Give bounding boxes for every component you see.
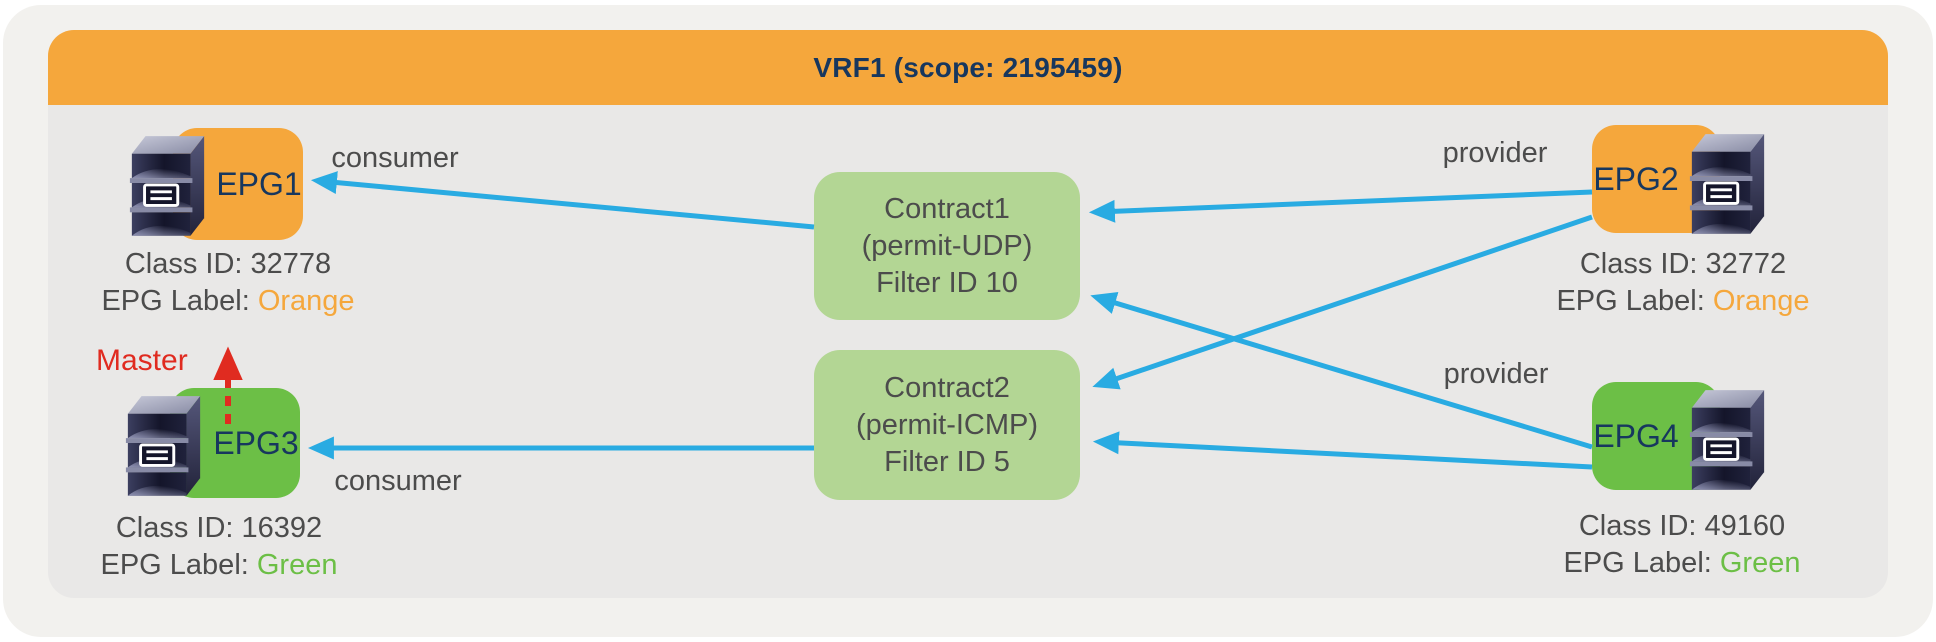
server-icon (1686, 378, 1770, 496)
contract1-filter: Filter ID 10 (876, 266, 1018, 299)
provider-label-bottom: provider (1443, 358, 1549, 390)
epg4-label: EPG4 (1593, 417, 1679, 454)
epg3-label-value: Green (256, 549, 338, 581)
epg4-epg-label: EPG Label: Green (1563, 547, 1801, 579)
contract1-node: Contract1 (permit-UDP) Filter ID 10 (814, 172, 1080, 320)
epg3-label: EPG3 (213, 424, 299, 461)
epg2-class-id: Class ID: 32772 (1579, 248, 1787, 280)
contract1-name: Contract1 (884, 192, 1010, 225)
epg1-class-id: Class ID: 32778 (124, 248, 332, 280)
contract2-filter: Filter ID 5 (884, 445, 1010, 478)
master-label: Master (96, 344, 188, 377)
contract1-permit: (permit-UDP) (861, 229, 1033, 262)
epg1-epg-label: EPG Label: Orange (101, 285, 355, 317)
server-icon (1686, 122, 1770, 240)
consumer-label-top: consumer (331, 142, 459, 174)
epg1-label-value: Orange (257, 285, 355, 317)
epg3-class-id: Class ID: 16392 (115, 512, 323, 544)
epg4-label-value: Green (1719, 547, 1801, 579)
epg2-caption: Class ID: 32772 EPG Label: Orange (1533, 246, 1833, 320)
provider-label-top: provider (1442, 137, 1548, 169)
epg1-label: EPG1 (216, 165, 302, 202)
server-icon (122, 384, 206, 502)
contract2-permit: (permit-ICMP) (855, 408, 1039, 441)
vrf-title: VRF1 (scope: 2195459) (813, 51, 1123, 83)
epg4-class-id: Class ID: 49160 (1578, 510, 1786, 542)
contract2-name: Contract2 (884, 371, 1010, 404)
server-icon (126, 124, 210, 242)
epg2-epg-label: EPG Label: Orange (1556, 285, 1810, 317)
epg3-caption: Class ID: 16392 EPG Label: Green (69, 510, 369, 584)
epg4-caption: Class ID: 49160 EPG Label: Green (1532, 508, 1832, 582)
epg2-label: EPG2 (1593, 160, 1679, 197)
epg3-epg-label: EPG Label: Green (100, 549, 338, 581)
epg1-caption: Class ID: 32778 EPG Label: Orange (78, 246, 378, 320)
consumer-label-bottom: consumer (334, 465, 462, 497)
contract2-node: Contract2 (permit-ICMP) Filter ID 5 (814, 350, 1080, 500)
vrf-header-bar: VRF1 (scope: 2195459) (48, 30, 1888, 105)
epg2-label-value: Orange (1712, 285, 1810, 317)
